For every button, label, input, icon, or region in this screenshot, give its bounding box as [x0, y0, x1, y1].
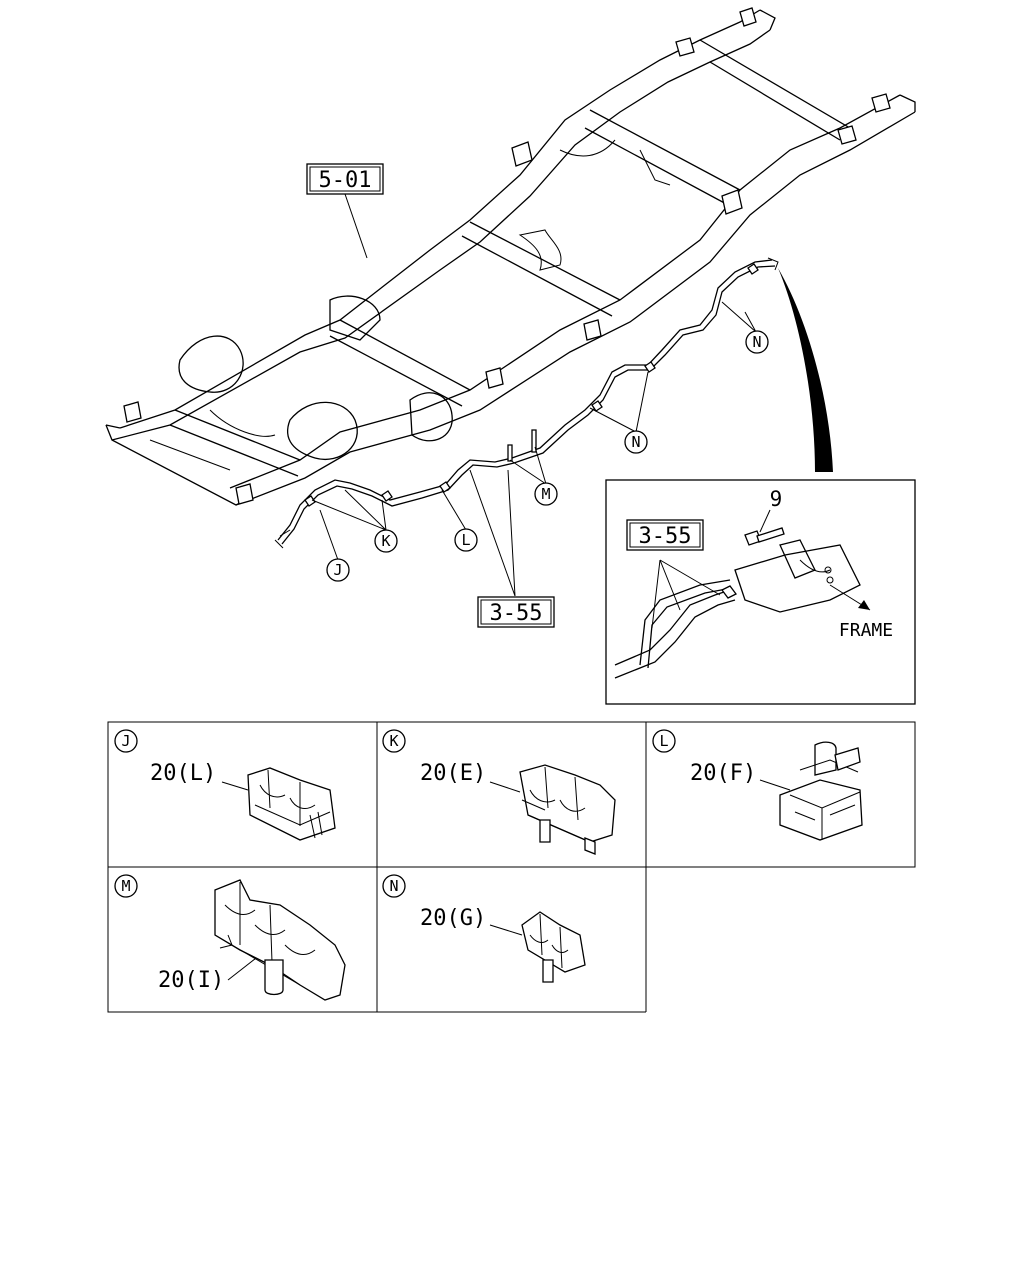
- svg-text:3-55: 3-55: [639, 524, 692, 549]
- chassis-frame: [105, 7, 916, 506]
- svg-text:20(E): 20(E): [420, 761, 486, 786]
- clip-20g-icon: [521, 911, 586, 983]
- svg-text:20(G): 20(G): [420, 906, 486, 931]
- svg-text:N: N: [389, 877, 398, 895]
- callout-n-lower: N: [624, 430, 648, 454]
- svg-text:L: L: [461, 531, 470, 549]
- panel-k: K 20(E): [382, 729, 616, 855]
- svg-text:K: K: [389, 732, 398, 750]
- svg-text:20(F): 20(F): [690, 761, 756, 786]
- svg-text:K: K: [381, 532, 390, 550]
- svg-text:J: J: [121, 732, 130, 750]
- svg-text:9: 9: [770, 487, 783, 511]
- detail-pointer: [778, 268, 833, 472]
- brake-pipe-route: [274, 257, 779, 549]
- svg-text:N: N: [752, 333, 761, 351]
- svg-text:20(L): 20(L): [150, 761, 216, 786]
- svg-text:M: M: [541, 485, 550, 503]
- clip-panels-grid: [107, 721, 916, 1013]
- clip-20l-icon: [247, 767, 336, 841]
- panel-m: M 20(I): [114, 874, 346, 1001]
- panel-l: L 20(F): [652, 729, 863, 841]
- clip-20e-icon: [519, 764, 616, 855]
- panel-j: J 20(L): [114, 729, 336, 841]
- detail-inset: 3-55 9 FRAME: [605, 479, 916, 705]
- callout-m: M: [534, 482, 558, 506]
- panel-n: N 20(G): [382, 874, 586, 983]
- callout-k: K: [374, 529, 398, 553]
- clip-20i-icon: [214, 879, 346, 1001]
- callout-leaders: [311, 193, 757, 597]
- frame-ref-box: 5-01: [306, 163, 384, 195]
- svg-text:M: M: [121, 877, 130, 895]
- svg-text:N: N: [631, 433, 640, 451]
- callout-l: L: [454, 528, 478, 552]
- pipe-ref-box: 3-55: [477, 596, 555, 628]
- svg-text:5-01: 5-01: [319, 168, 372, 193]
- svg-text:3-55: 3-55: [490, 601, 543, 626]
- clip-20f-icon: [779, 741, 863, 841]
- callout-n-upper: N: [745, 330, 769, 354]
- svg-text:J: J: [333, 561, 342, 579]
- callout-j: J: [326, 558, 350, 582]
- svg-text:FRAME: FRAME: [839, 620, 893, 641]
- svg-text:20(I): 20(I): [158, 968, 224, 993]
- svg-text:L: L: [659, 732, 668, 750]
